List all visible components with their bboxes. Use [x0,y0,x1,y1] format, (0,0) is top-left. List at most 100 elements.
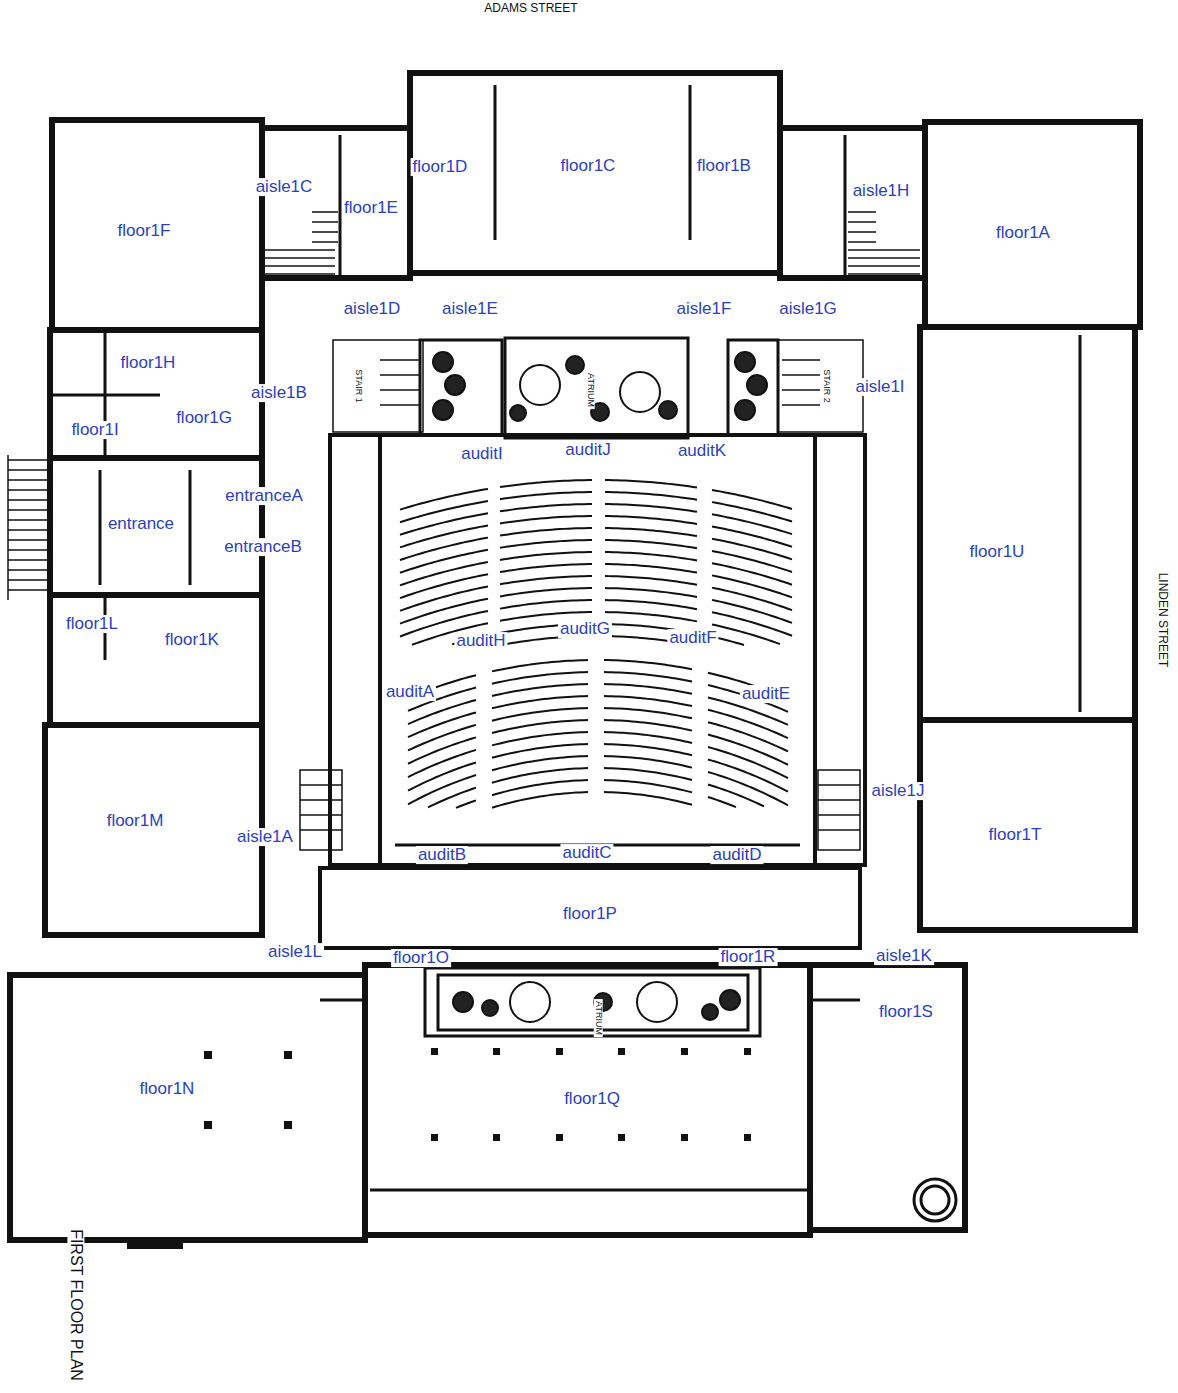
plan-note: STAIR 1 [353,367,362,404]
seat-row [712,612,792,636]
seat-row [604,732,692,743]
seat-row [400,538,488,560]
entrance-steps [8,569,50,571]
stair [380,389,420,391]
stair [782,389,820,391]
seat-row [492,720,588,733]
entrance-steps [8,549,50,551]
room-label: aisle1I [853,378,906,396]
plan-title: FIRST FLOOR PLAN [68,1227,85,1383]
seat-row [605,564,697,573]
room-label: auditF [667,629,718,647]
entrance-steps [8,539,50,541]
tree [433,400,453,420]
plan-note: ATRIUM [593,999,602,1037]
outer-wall [262,128,410,278]
room-label: aisle1B [249,384,309,402]
seat-row [605,516,697,524]
stair [782,359,820,361]
outer-wall [920,720,1135,930]
room-label: aisle1F [675,300,734,318]
seat-row [605,480,697,487]
stair [778,340,863,432]
stair [333,340,423,432]
stair [848,273,920,275]
tree [620,372,660,412]
tree [747,375,767,395]
seat-row [605,540,697,548]
round-stair [921,1186,949,1214]
inner-wall [320,999,365,1002]
tree [735,400,755,420]
stair [312,241,338,243]
seat-row [604,744,692,755]
column [681,1134,688,1141]
tree [453,992,473,1012]
seat-row [408,737,476,763]
outer-wall [52,120,262,330]
seat-row [605,504,697,512]
room-label: floor1C [559,157,618,175]
entrance-steps [8,579,50,581]
room-label: floor1M [105,812,166,830]
seat-row [604,696,692,706]
seat-row [500,516,592,523]
stair [818,799,860,801]
seat-row [604,756,692,768]
column [204,1121,212,1129]
tree [510,982,550,1022]
stair [818,814,860,816]
outer-wall [50,595,262,725]
seat-row [400,525,488,547]
seat-row [712,575,792,597]
seat-rows [400,480,792,808]
entrance-steps [7,455,9,600]
seat-row [712,624,780,644]
stair [300,784,342,786]
seat-row [708,784,764,806]
room-label: auditJ [563,441,612,459]
seat-row [712,563,792,585]
tree [520,365,560,405]
room-label: floor1H [119,354,178,372]
auditorium-wall [380,435,815,865]
room-label: floor1N [138,1080,197,1098]
room-label: floor1T [987,826,1044,844]
auditorium-wall [320,868,860,948]
seat-row [408,700,476,724]
outer-wall [410,73,780,273]
inner-wall [689,85,692,240]
stair [300,814,342,816]
seat-row [400,586,488,610]
seat-row [604,780,692,792]
seat-row [605,576,697,585]
entrance-steps [8,489,50,491]
seat-row [408,750,476,777]
room-label: auditA [384,683,436,701]
seat-row [605,588,697,597]
auditorium-wall [330,435,380,865]
seat-row [456,800,476,808]
seat-row [712,527,792,547]
inner-wall [844,135,847,278]
outer-wall [50,458,262,595]
seat-row [712,551,792,572]
outer-wall [920,327,1135,720]
seat-row [492,732,588,745]
stair [818,784,860,786]
stair [848,221,876,223]
stair [848,231,876,233]
seat-row [400,574,488,598]
seat-row [500,564,592,572]
tree [445,375,465,395]
column [284,1051,292,1059]
outer-wall [130,1240,180,1246]
seat-row [428,788,476,808]
column [618,1048,625,1055]
room-label: aisle1L [266,943,324,961]
seat-row [712,514,792,534]
column [556,1134,563,1141]
column [744,1134,751,1141]
seat-row [400,550,488,573]
